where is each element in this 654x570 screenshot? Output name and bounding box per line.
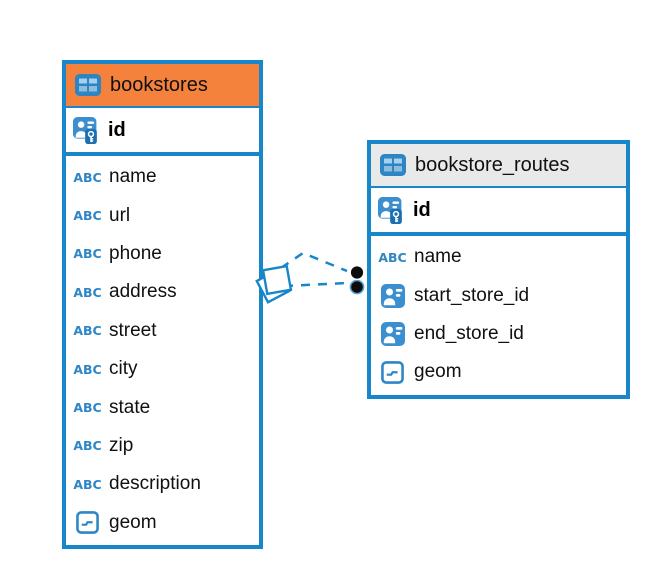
foreign-key-icon bbox=[379, 322, 406, 346]
primary-key-icon bbox=[378, 196, 405, 225]
foreign-key-icon bbox=[379, 284, 406, 308]
table-icon bbox=[74, 74, 101, 96]
column-name: phone bbox=[109, 242, 162, 264]
column-row[interactable]: ABC name bbox=[66, 158, 259, 196]
column-name: name bbox=[109, 166, 157, 188]
column-name: geom bbox=[414, 361, 462, 383]
table-header[interactable]: bookstore_routes bbox=[371, 144, 626, 186]
column-name: geom bbox=[109, 511, 157, 533]
column-name: id bbox=[108, 118, 126, 141]
text-type-icon: ABC bbox=[73, 208, 102, 224]
column-name: state bbox=[109, 396, 151, 418]
table-name: bookstores bbox=[110, 73, 208, 96]
column-row[interactable]: ABC city bbox=[66, 350, 259, 388]
column-name: zip bbox=[109, 434, 134, 456]
primary-key-icon bbox=[73, 116, 100, 145]
text-type-icon: ABC bbox=[73, 400, 102, 416]
entity-table-bookstores[interactable]: bookstores id ABC name ABC url ABC phone… bbox=[62, 60, 263, 549]
primary-key-row[interactable]: id bbox=[66, 106, 259, 152]
text-type-icon: ABC bbox=[73, 438, 102, 454]
primary-key-row[interactable]: id bbox=[371, 186, 626, 232]
column-row[interactable]: ABC state bbox=[66, 388, 259, 426]
column-row[interactable]: ABC name bbox=[371, 238, 626, 276]
geometry-type-icon bbox=[379, 361, 406, 384]
column-row[interactable]: ABC description bbox=[66, 465, 259, 503]
column-row[interactable]: ABC street bbox=[66, 312, 259, 350]
text-type-icon: ABC bbox=[73, 284, 102, 300]
table-header[interactable]: bookstores bbox=[66, 64, 259, 106]
column-name: name bbox=[414, 246, 462, 268]
column-name: street bbox=[109, 319, 157, 341]
column-name: end_store_id bbox=[414, 322, 524, 344]
geometry-type-icon bbox=[74, 511, 101, 534]
relationship-line-lower bbox=[283, 281, 348, 288]
column-row[interactable]: ABC phone bbox=[66, 235, 259, 273]
text-type-icon: ABC bbox=[73, 169, 102, 185]
column-row[interactable]: ABC address bbox=[66, 273, 259, 311]
column-row[interactable]: start_store_id bbox=[371, 276, 626, 314]
column-row[interactable]: geom bbox=[371, 353, 626, 391]
table-icon bbox=[379, 154, 406, 176]
text-type-icon: ABC bbox=[73, 361, 102, 377]
text-type-icon: ABC bbox=[73, 476, 102, 492]
column-list: ABC name start_store_id end_store_id ge bbox=[371, 232, 626, 395]
column-name: id bbox=[413, 198, 431, 221]
column-name: address bbox=[109, 281, 177, 303]
column-name: city bbox=[109, 358, 138, 380]
relationship-target-dot-marker bbox=[349, 265, 365, 295]
column-row[interactable]: ABC zip bbox=[66, 427, 259, 465]
text-type-icon: ABC bbox=[73, 323, 102, 339]
column-row[interactable]: end_store_id bbox=[371, 315, 626, 353]
column-list: ABC name ABC url ABC phone ABC address A… bbox=[66, 152, 259, 545]
column-row[interactable]: ABC url bbox=[66, 196, 259, 234]
table-name: bookstore_routes bbox=[415, 153, 570, 176]
text-type-icon: ABC bbox=[378, 249, 407, 265]
column-name: description bbox=[109, 473, 201, 495]
column-name: start_store_id bbox=[414, 284, 530, 306]
text-type-icon: ABC bbox=[73, 246, 102, 262]
relationship-line-upper bbox=[280, 251, 348, 273]
entity-table-bookstore-routes[interactable]: bookstore_routes id ABC name start_store… bbox=[367, 140, 630, 399]
column-name: url bbox=[109, 204, 131, 226]
column-row[interactable]: geom bbox=[66, 504, 259, 542]
